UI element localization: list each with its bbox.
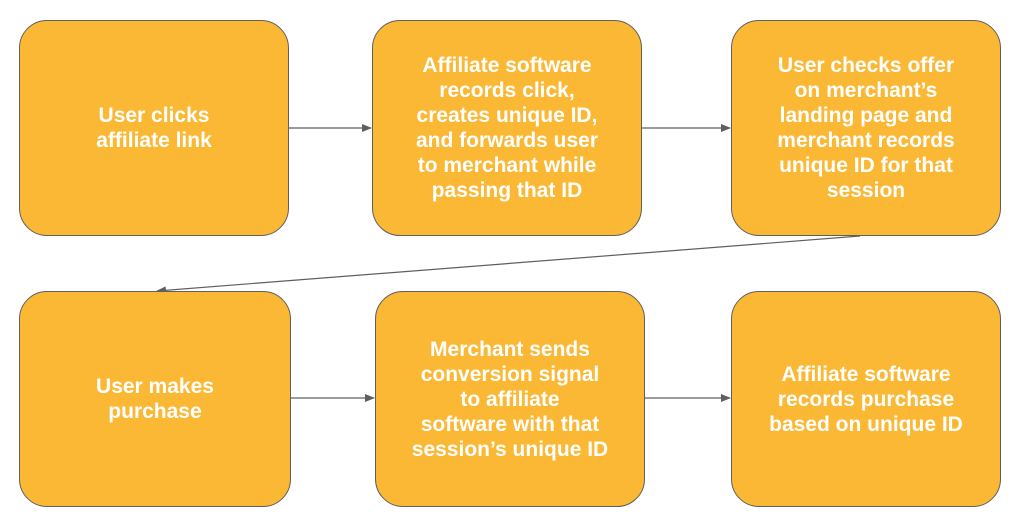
- node-merchant-sends-conversion: Merchant sends conversion signal to affi…: [375, 291, 645, 507]
- node-software-records-click: Affiliate software records click, create…: [372, 20, 642, 236]
- node-user-clicks-link: User clicks affiliate link: [19, 20, 289, 236]
- node-user-makes-purchase: User makes purchase: [19, 291, 291, 507]
- node-software-records-purchase: Affiliate software records purchase base…: [731, 291, 1001, 507]
- node-merchant-records-session: User checks offer on merchant’s landing …: [731, 20, 1001, 236]
- edge-landing-to-purchase: [156, 235, 861, 295]
